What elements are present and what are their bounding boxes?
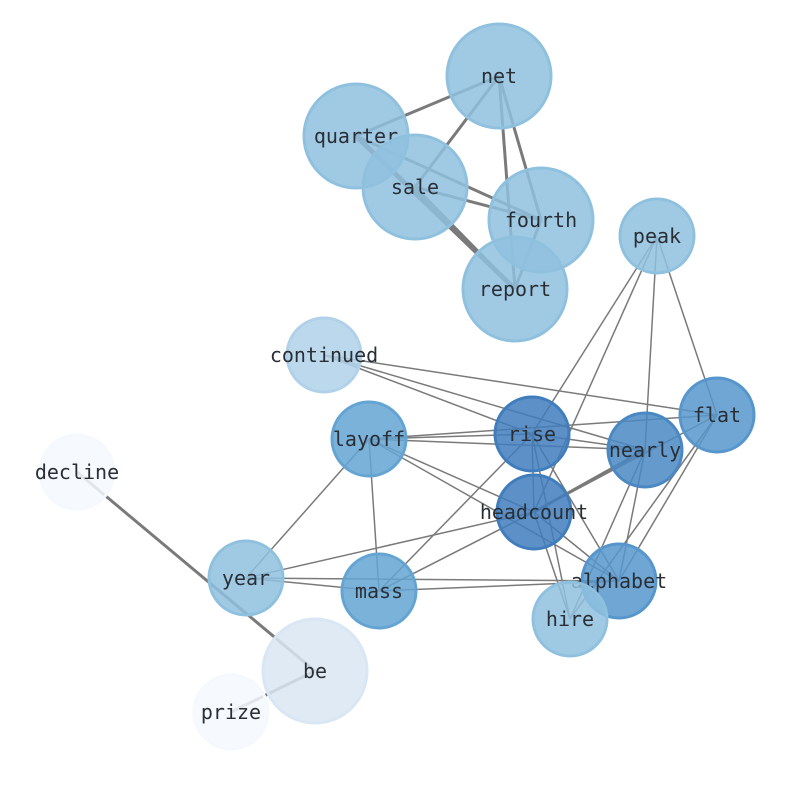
- node-sale[interactable]: sale: [361, 133, 469, 241]
- nodes-layer: netquartersalefourthreportpeakcontinuedf…: [35, 22, 756, 751]
- node-headcount[interactable]: headcount: [480, 473, 588, 551]
- node-label: sale: [391, 175, 439, 199]
- node-hire[interactable]: hire: [531, 580, 609, 658]
- node-label: nearly: [609, 438, 681, 462]
- node-circle[interactable]: [606, 411, 684, 489]
- node-circle[interactable]: [618, 197, 696, 275]
- node-circle[interactable]: [461, 235, 569, 343]
- edge-continued-nearly: [323, 354, 646, 451]
- node-rise[interactable]: rise: [493, 395, 571, 473]
- edge-year-alphabet: [245, 577, 620, 582]
- node-circle[interactable]: [340, 552, 418, 630]
- node-net[interactable]: net: [445, 22, 553, 130]
- edge-layoff-alphabet: [368, 438, 620, 582]
- node-label: layoff: [333, 427, 405, 451]
- node-circle[interactable]: [445, 22, 553, 130]
- node-label: prize: [201, 700, 261, 724]
- node-flat[interactable]: flat: [678, 376, 756, 454]
- node-circle[interactable]: [207, 539, 285, 617]
- node-be[interactable]: be: [261, 617, 369, 725]
- node-label: net: [481, 64, 517, 88]
- node-label: headcount: [480, 500, 588, 524]
- node-circle[interactable]: [38, 433, 116, 511]
- node-circle[interactable]: [531, 580, 609, 658]
- node-label: continued: [270, 343, 378, 367]
- node-mass[interactable]: mass: [340, 552, 418, 630]
- node-decline[interactable]: decline: [35, 433, 119, 511]
- edge-continued-flat: [323, 354, 718, 416]
- edge-peak-headcount: [533, 235, 658, 513]
- node-circle[interactable]: [285, 316, 363, 394]
- node-label: report: [479, 277, 551, 301]
- node-prize[interactable]: prize: [192, 673, 270, 751]
- node-nearly[interactable]: nearly: [606, 411, 684, 489]
- node-circle[interactable]: [678, 376, 756, 454]
- node-label: mass: [355, 579, 403, 603]
- node-circle[interactable]: [192, 673, 270, 751]
- node-circle[interactable]: [493, 395, 571, 473]
- node-label: peak: [633, 224, 681, 248]
- node-circle[interactable]: [361, 133, 469, 241]
- node-year[interactable]: year: [207, 539, 285, 617]
- node-label: rise: [508, 422, 556, 446]
- node-peak[interactable]: peak: [618, 197, 696, 275]
- node-layoff[interactable]: layoff: [330, 400, 408, 478]
- node-circle[interactable]: [495, 473, 573, 551]
- node-circle[interactable]: [330, 400, 408, 478]
- node-report[interactable]: report: [461, 235, 569, 343]
- node-continued[interactable]: continued: [270, 316, 378, 394]
- node-label: flat: [693, 403, 741, 427]
- node-label: fourth: [505, 208, 577, 232]
- node-circle[interactable]: [261, 617, 369, 725]
- node-label: hire: [546, 607, 594, 631]
- node-label: decline: [35, 460, 119, 484]
- node-label: be: [303, 659, 327, 683]
- node-label: year: [222, 566, 270, 590]
- edge-peak-rise: [531, 235, 658, 435]
- edge-headcount-year: [245, 511, 535, 579]
